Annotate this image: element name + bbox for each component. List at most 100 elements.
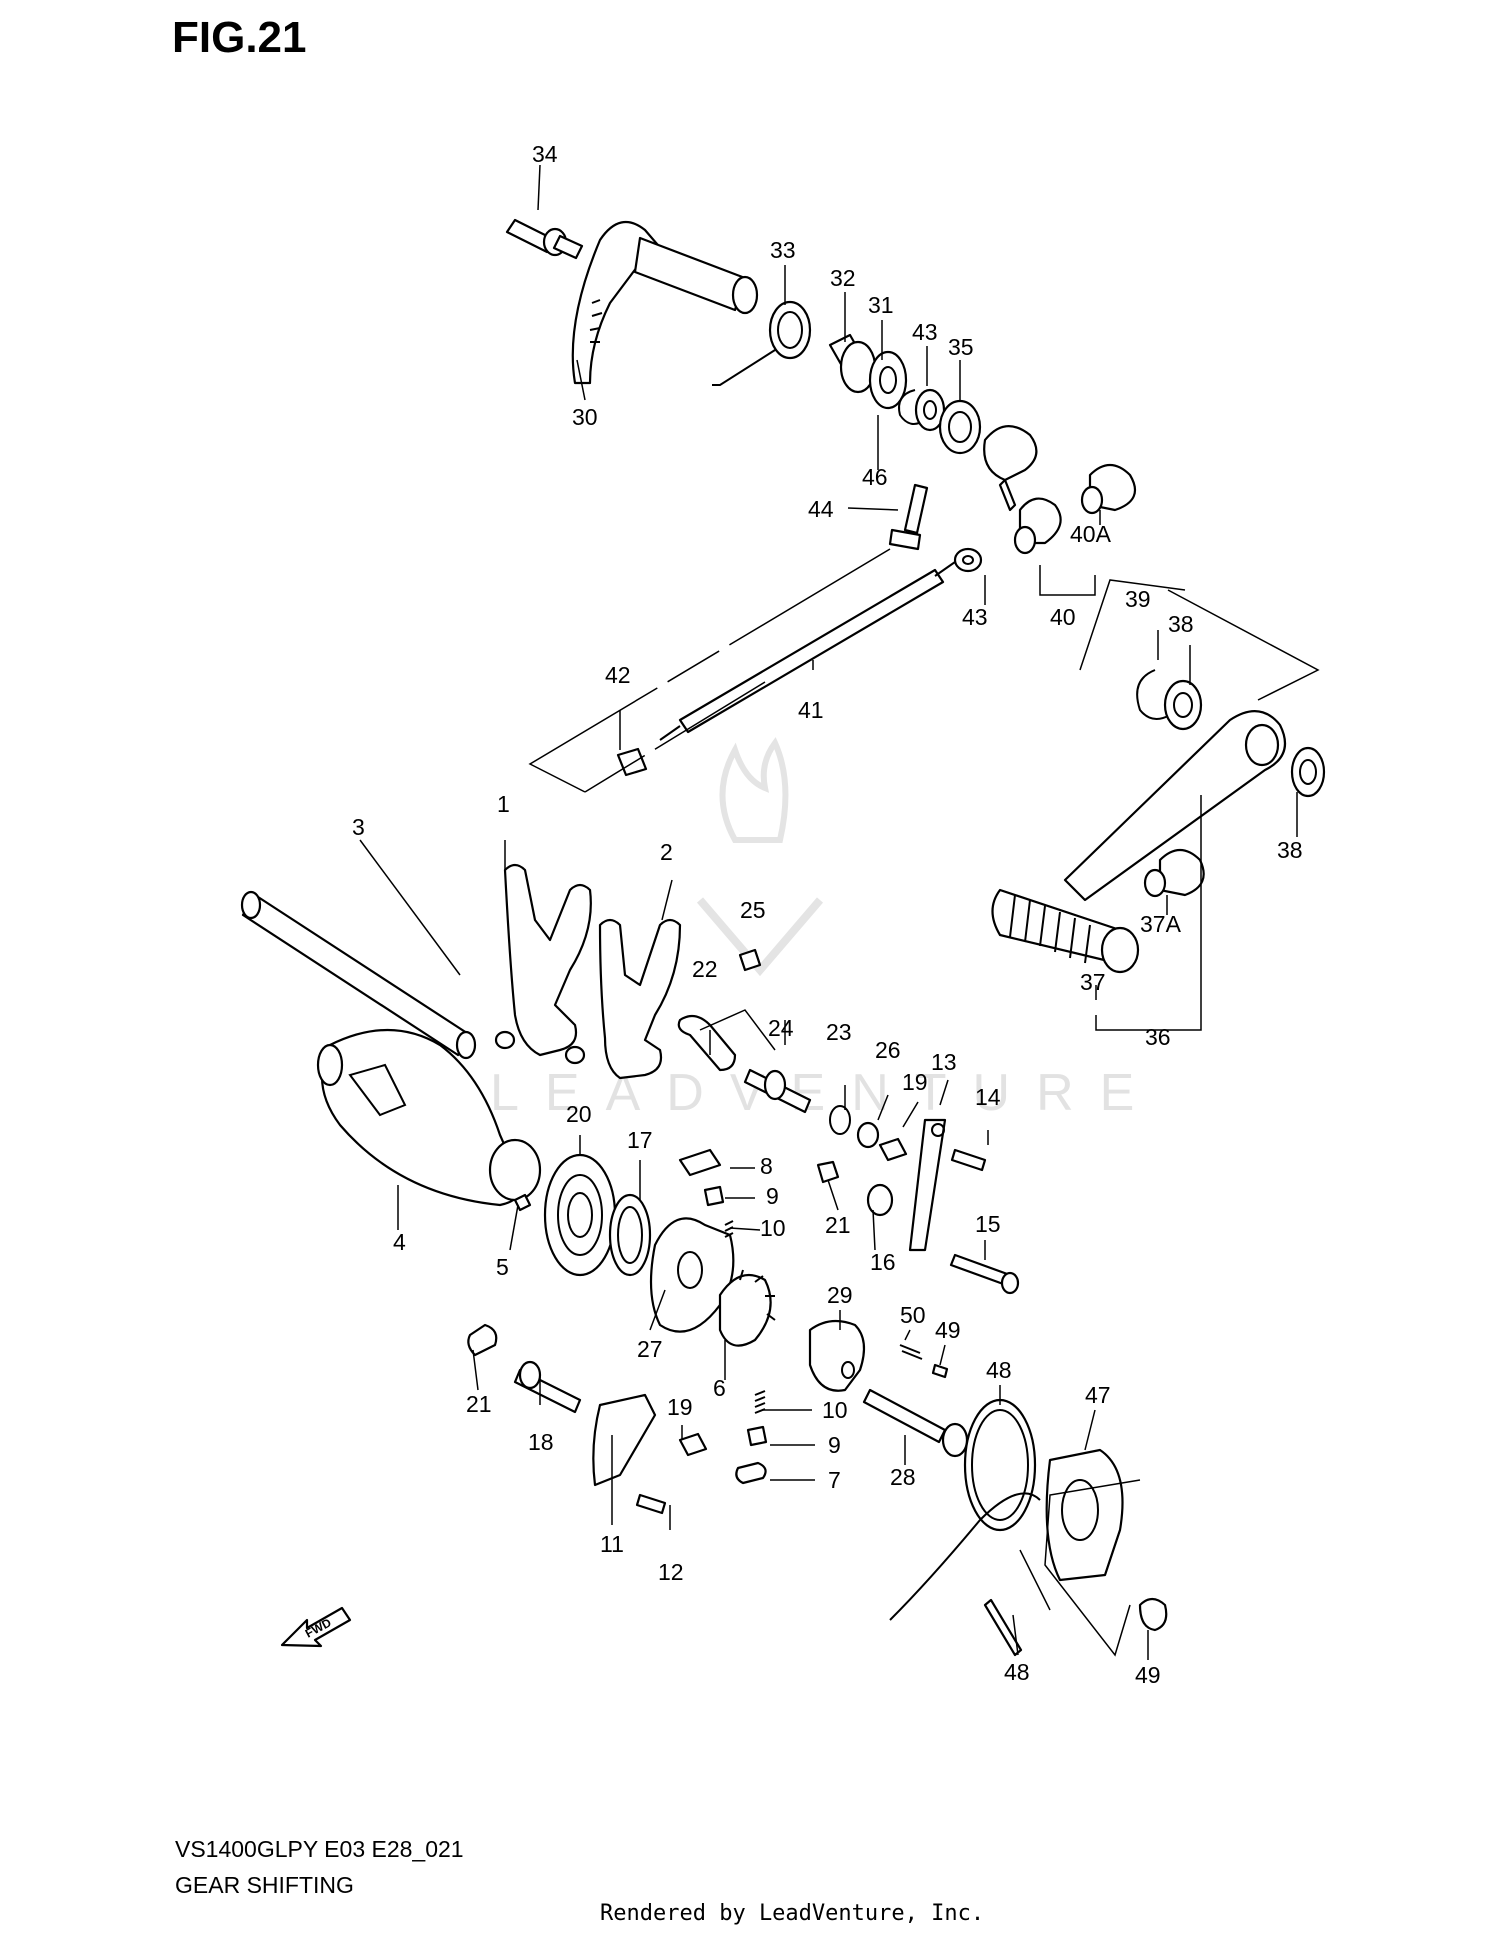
part-8-cam-stopper: [678, 1148, 722, 1177]
label-43: 43: [962, 604, 988, 630]
label-22: 22: [692, 956, 718, 982]
label-26: 26: [875, 1037, 901, 1063]
label-20: 20: [566, 1101, 592, 1127]
watermark-text: LEADVENTURE: [490, 1064, 1160, 1122]
label-30: 30: [572, 404, 598, 430]
part-17-washer: [608, 1193, 652, 1277]
label-40A: 40A: [1070, 521, 1112, 547]
label-33: 33: [770, 237, 796, 263]
label-18: 18: [528, 1429, 554, 1455]
label-8: 8: [760, 1153, 773, 1179]
part-23-spring: [829, 1105, 851, 1135]
part-28-bolt: [862, 1388, 969, 1458]
label-49: 49: [1135, 1662, 1161, 1688]
part-41-shift-rod: [659, 561, 956, 741]
label-9-lower: 9: [828, 1432, 841, 1458]
part-31-washer: [868, 350, 908, 410]
label-16: 16: [870, 1249, 896, 1275]
part-2-shift-fork: [564, 918, 682, 1080]
label-19-lower: 19: [667, 1394, 693, 1420]
label-38-lower: 38: [1277, 837, 1303, 863]
label-11: 11: [600, 1531, 624, 1557]
label-34: 34: [532, 141, 558, 167]
label-40: 40: [1050, 604, 1076, 630]
part-30-shift-shaft: [571, 220, 759, 385]
part-25-washer: [738, 948, 762, 972]
part-20-bearing: [543, 1153, 617, 1277]
part-13-plate: [908, 1118, 947, 1252]
part-7-pawl: [735, 1461, 767, 1485]
part-9-pin-lower: [746, 1425, 768, 1447]
part-24-bolt: [743, 1068, 812, 1114]
label-9-upper: 9: [766, 1183, 779, 1209]
part-22-arm: [677, 1014, 737, 1072]
part-44-bolt: [888, 483, 929, 551]
label-7: 7: [828, 1467, 841, 1493]
watermark: LEADVENTURE: [490, 737, 1160, 1122]
label-3: 3: [352, 814, 365, 840]
label-27: 27: [637, 1336, 663, 1362]
part-39-circlip: [1136, 669, 1171, 720]
label-10-lower: 10: [822, 1397, 848, 1423]
label-23: 23: [826, 1019, 852, 1045]
label-17: 17: [627, 1127, 653, 1153]
label-29: 29: [827, 1282, 853, 1308]
label-14: 14: [975, 1084, 1001, 1110]
label-13: 13: [931, 1049, 957, 1075]
guide-lines: [528, 548, 1320, 1657]
part-36-gearshift-lever: [1063, 710, 1287, 902]
part-16-collar: [866, 1183, 894, 1217]
part-3-fork-shaft: [240, 890, 477, 1060]
label-36: 36: [1145, 1024, 1171, 1050]
part-40-shift-lever-joint: [983, 425, 1062, 555]
label-32: 32: [830, 265, 856, 291]
part-48-gasket: [963, 1398, 1037, 1532]
part-12-screw: [635, 1493, 667, 1515]
label-51: 49: [935, 1317, 961, 1343]
part-21-stopper-upper: [816, 1160, 840, 1184]
part-15-screw: [949, 1253, 1020, 1295]
part-26-washer: [856, 1121, 880, 1149]
label-39: 39: [1125, 586, 1151, 612]
label-12: 12: [658, 1559, 684, 1585]
part-32-bushing: [828, 333, 877, 394]
part-50-stud: [983, 1598, 1023, 1657]
label-35: 35: [948, 334, 974, 360]
part-18-bolt: [513, 1360, 582, 1414]
part-9-pin-upper: [703, 1185, 725, 1207]
part-6-pawl-lifter: [718, 1269, 776, 1347]
label-28: 28: [890, 1464, 916, 1490]
part-4-gearshift-cam: [316, 1029, 542, 1207]
part-19-nut-lower: [678, 1432, 708, 1457]
part-29-pawl-holder: [808, 1319, 866, 1392]
part-37-pedal-rubber: [991, 888, 1140, 974]
part-43-nut: [953, 547, 983, 573]
leader-lines: [359, 164, 1298, 1660]
label-15: 15: [975, 1211, 1001, 1237]
label-21-upper: 21: [825, 1212, 851, 1238]
figure-title: FIG.21: [172, 13, 307, 62]
section-title: GEAR SHIFTING: [175, 1872, 354, 1898]
label-2: 2: [660, 839, 673, 865]
part-47-switch-housing: [889, 1448, 1124, 1621]
label-37: 37: [1080, 969, 1106, 995]
label-24: 24: [768, 1015, 794, 1041]
label-1: 1: [497, 791, 510, 817]
part-21-stopper-lower: [467, 1323, 498, 1357]
part-34-bolt: [505, 218, 584, 260]
part-40A-joint: [1080, 463, 1137, 515]
part-38-washer-upper: [1163, 679, 1203, 731]
part-45-washer: [914, 388, 946, 432]
part-11-plate: [592, 1393, 657, 1487]
label-19-upper: 19: [902, 1069, 928, 1095]
callouts: 34 30 33 32 31 43 35 46 44 40A 43 40 39 …: [352, 141, 1303, 1688]
fwd-arrow-icon: FWD: [280, 1606, 352, 1648]
part-19-nut-upper: [878, 1137, 908, 1162]
part-52-spring: [899, 1344, 923, 1360]
label-37A: 37A: [1140, 911, 1182, 937]
label-45: 43: [912, 319, 938, 345]
label-48: 48: [986, 1357, 1012, 1383]
label-10-upper: 10: [760, 1215, 786, 1241]
label-25: 25: [740, 897, 766, 923]
label-4: 4: [393, 1229, 406, 1255]
